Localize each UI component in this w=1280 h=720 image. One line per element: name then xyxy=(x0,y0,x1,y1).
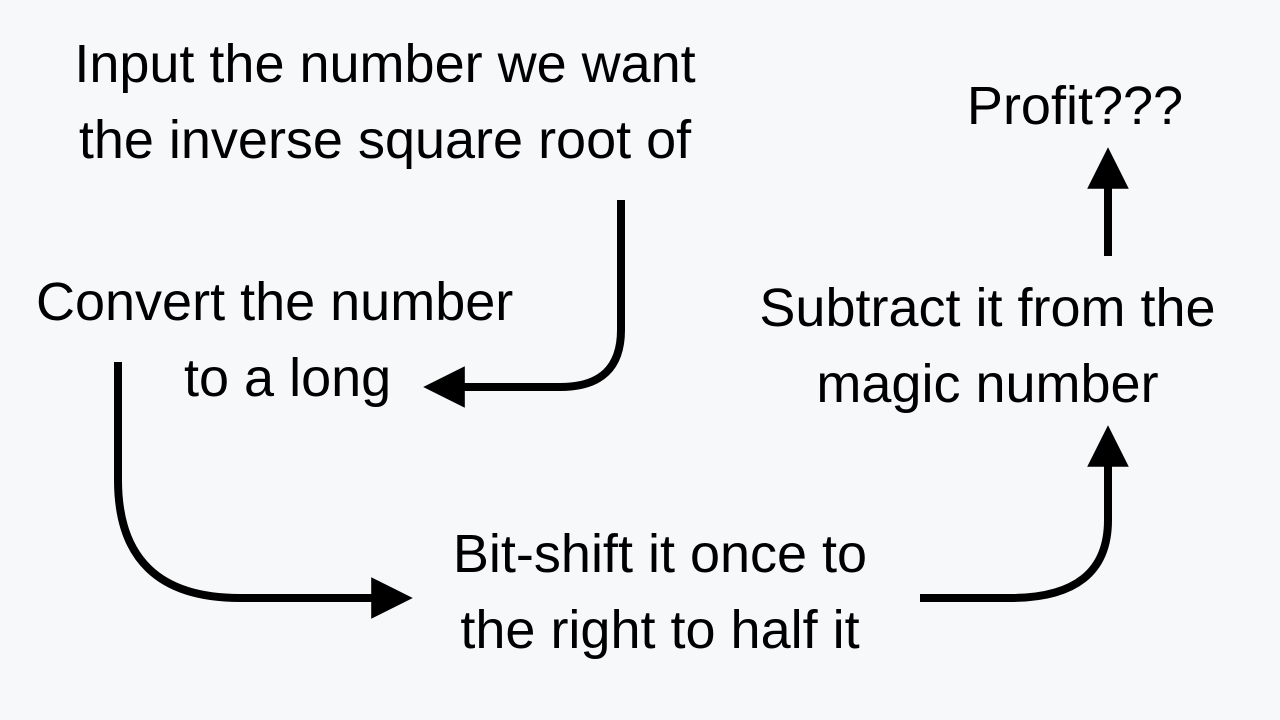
step-convert-line-2: to a long xyxy=(184,348,392,408)
step-bit-shift: Bit-shift it once to the right to half i… xyxy=(405,516,915,668)
step-subtract-line-2: magic number xyxy=(816,354,1159,414)
step-input-number: Input the number we want the inverse squ… xyxy=(20,26,750,178)
step-subtract-line-1: Subtract it from the xyxy=(759,278,1216,338)
step-subtract-magic-number: Subtract it from the magic number xyxy=(720,270,1255,422)
step-profit-line-1: Profit??? xyxy=(966,76,1184,136)
step-input-line-2: the inverse square root of xyxy=(78,110,692,170)
step-convert-line-1: Convert the number xyxy=(36,272,514,332)
step-input-line-1: Input the number we want xyxy=(74,34,696,94)
step-profit: Profit??? xyxy=(940,68,1210,144)
arrow-shift-to-subtract xyxy=(920,425,1129,602)
step-convert-to-long: Convert the number to a long xyxy=(36,264,596,416)
step-shift-line-1: Bit-shift it once to xyxy=(452,524,868,584)
step-shift-line-2: the right to half it xyxy=(460,600,860,660)
